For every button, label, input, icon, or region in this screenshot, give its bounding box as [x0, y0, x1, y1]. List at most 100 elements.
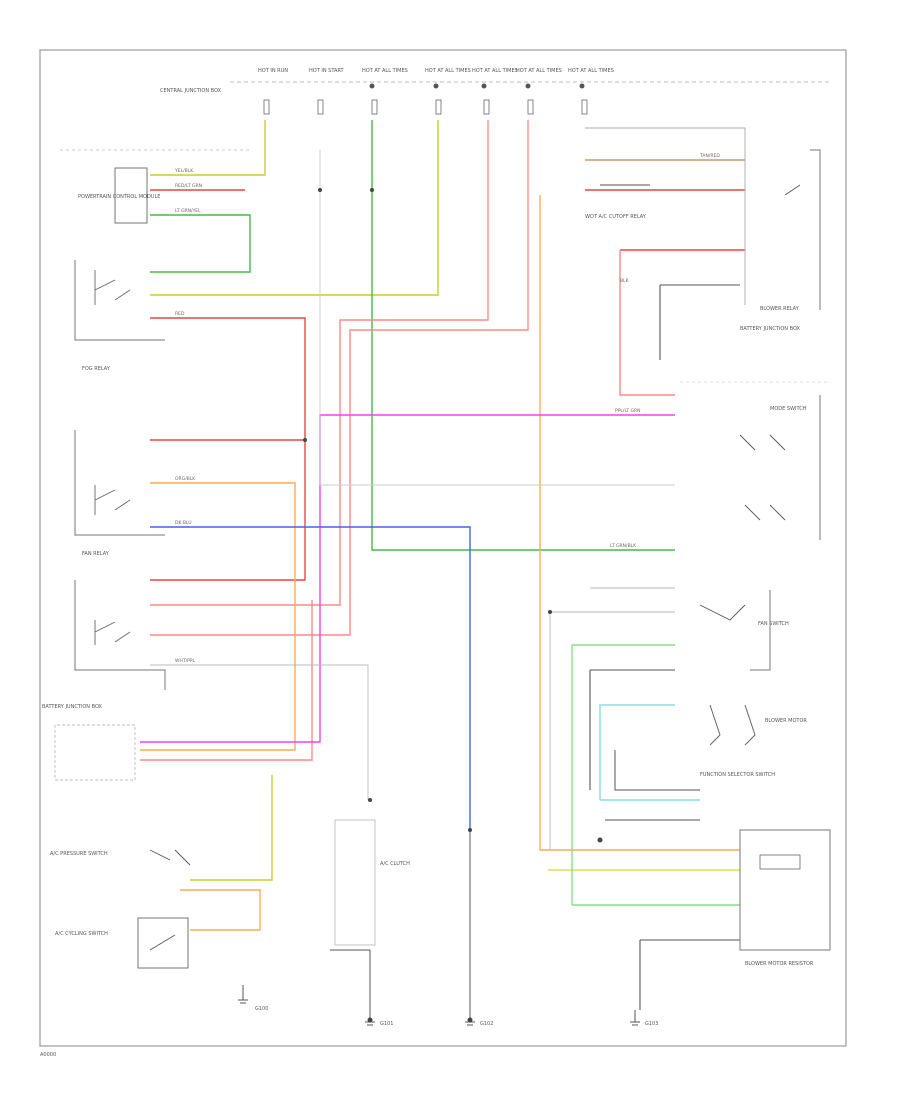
wire-gray-3	[319, 150, 675, 486]
wire-magenta-1	[140, 414, 675, 743]
node-4	[548, 610, 552, 614]
blower-relay-label: BLOWER RELAY	[760, 306, 800, 312]
wire-yellow-3	[190, 775, 273, 881]
ac-clutch-label: A/C CLUTCH	[380, 861, 410, 867]
ground-g102-label: G102	[480, 1021, 493, 1027]
wire-label-8: TAN/RED	[699, 153, 720, 159]
node-5	[368, 798, 372, 802]
ground-g103-label: G103	[645, 1021, 658, 1027]
wire-layer	[140, 120, 746, 1010]
fan-switch-label: FAN SWITCH	[758, 621, 789, 627]
node-1	[303, 438, 307, 442]
blower-relay-switch	[784, 184, 801, 196]
node-8	[367, 1017, 373, 1023]
ac-clutch-box	[334, 819, 376, 946]
fuse-6	[527, 99, 534, 115]
fuse-label-3: HOT AT ALL TIMES	[362, 68, 408, 74]
junction-nodes	[303, 188, 603, 1023]
wire-label-10: BLK	[620, 278, 630, 284]
fan-relay-box	[74, 430, 165, 536]
ground-symbol-4	[630, 1010, 640, 1026]
mode-switch-contacts	[739, 434, 786, 521]
bus-node-4	[525, 83, 531, 89]
ac-cycling-label: A/C CYCLING SWITCH	[55, 931, 108, 937]
pcm-lower-box	[54, 724, 136, 781]
wire-black-3	[589, 669, 675, 790]
fan-relay-switch	[94, 485, 131, 515]
wire-pink-1	[150, 120, 489, 606]
footer-code: A0000	[40, 1052, 56, 1058]
node-3	[318, 188, 322, 192]
wire-ltgreen-2	[571, 644, 675, 905]
ac-pressure-switch-symbol	[149, 849, 191, 866]
fuse-labels: HOT IN RUN HOT IN START HOT AT ALL TIMES…	[258, 68, 614, 74]
fuse-label-2: HOT IN START	[309, 68, 345, 74]
blower-motor-symbol	[709, 704, 756, 746]
wot-relay-label: WOT A/C CUTOFF RELAY	[585, 214, 647, 220]
wire-green-1	[150, 214, 251, 273]
ecm-label: POWERTRAIN CONTROL MODULE	[78, 194, 160, 200]
diagram-frame	[39, 49, 847, 1047]
wire-red-2	[150, 317, 306, 581]
ac-cycling-box	[137, 917, 189, 969]
fog-relay-switch	[94, 270, 131, 305]
wire-pink-3	[140, 600, 313, 761]
fan-relay-label: FAN RELAY	[82, 551, 110, 557]
battery-jb-right-label: BATTERY JUNCTION BOX	[740, 326, 801, 332]
bus-node-5	[579, 83, 585, 89]
fuse-7	[581, 99, 588, 115]
wire-blue-1	[150, 526, 471, 830]
ground-g100-label: G100	[255, 1006, 268, 1012]
wire-yellow-1	[150, 120, 266, 176]
blower-relay-box	[810, 149, 821, 310]
wire-green-2	[371, 120, 675, 551]
wire-label-3: LT GRN/YEL	[175, 208, 201, 214]
resistor-element	[759, 854, 801, 870]
wire-label-9: WHT/PPL	[175, 658, 196, 664]
ground-wires	[330, 830, 471, 1010]
wire-label-11: LT GRN/BLK	[610, 543, 637, 549]
mode-switch-label: MODE SWITCH	[770, 406, 807, 412]
wire-label-2: RED/LT GRN	[175, 183, 202, 189]
wire-gray-1	[585, 127, 746, 305]
resistor-box	[739, 829, 831, 951]
blower-motor-label: BLOWER MOTOR	[765, 718, 807, 724]
wire-yellow-2	[150, 120, 439, 296]
bus-node-1	[369, 83, 375, 89]
ac-pressure-label: A/C PRESSURE SWITCH	[50, 851, 108, 857]
fuse-3	[371, 99, 378, 115]
battery-jb-label: BATTERY JUNCTION BOX	[42, 704, 103, 710]
ground-symbol-1	[238, 985, 248, 1004]
wire-gray-2	[150, 664, 369, 800]
fan-switch-symbol	[699, 604, 746, 621]
fuse-label-4: HOT AT ALL TIMES	[425, 68, 471, 74]
wot-relay-box	[74, 580, 166, 690]
ecm-box	[114, 167, 148, 224]
ground-g101-label: G101	[380, 1021, 393, 1027]
node-2	[370, 188, 374, 192]
wire-label-6: ORG/BLK	[175, 476, 196, 482]
wire-label-4: RED	[175, 311, 185, 317]
fuse-1	[263, 99, 270, 115]
fan-switch-frame	[750, 590, 771, 671]
wot-relay-switch	[94, 620, 131, 645]
bus-node-2	[433, 83, 439, 89]
wire-label-1: YEL/BLK	[174, 168, 194, 174]
wire-orange-1	[140, 482, 296, 751]
wire-pink-4	[619, 250, 675, 396]
fuse-5	[483, 99, 490, 115]
fuse-label-7: HOT AT ALL TIMES	[568, 68, 614, 74]
node-6	[468, 828, 472, 832]
wire-label-7: DK BLU	[175, 520, 192, 526]
fog-relay-box	[74, 260, 165, 341]
wire-black-4	[605, 750, 700, 821]
wire-pink-2	[150, 120, 529, 636]
fog-relay-label: FOG RELAY	[82, 366, 111, 372]
fuse-4	[435, 99, 442, 115]
node-7	[597, 837, 603, 843]
ac-cycling-switch-symbol	[149, 934, 176, 951]
central-junction-label: CENTRAL JUNCTION BOX	[160, 88, 222, 94]
fuses	[263, 99, 588, 115]
wire-cyan-1	[599, 704, 675, 800]
